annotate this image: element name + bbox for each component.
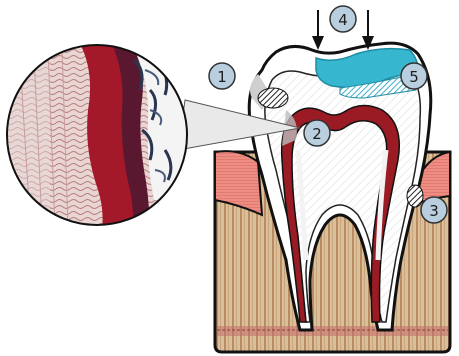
lesion-root <box>407 185 423 207</box>
svg-text:3: 3 <box>429 202 439 220</box>
marker-2: 2 <box>304 120 330 146</box>
marker-3: 3 <box>421 197 447 223</box>
svg-text:2: 2 <box>312 125 322 143</box>
marker-4: 4 <box>330 6 356 32</box>
svg-text:4: 4 <box>338 11 348 29</box>
micrograph-inset <box>5 40 200 240</box>
bone-base-band <box>217 326 448 336</box>
svg-text:1: 1 <box>217 68 227 86</box>
svg-text:5: 5 <box>409 68 419 86</box>
lesion-enamel <box>258 88 288 108</box>
marker-5: 5 <box>401 63 427 89</box>
arrow-left <box>312 10 324 50</box>
marker-1: 1 <box>209 63 235 89</box>
